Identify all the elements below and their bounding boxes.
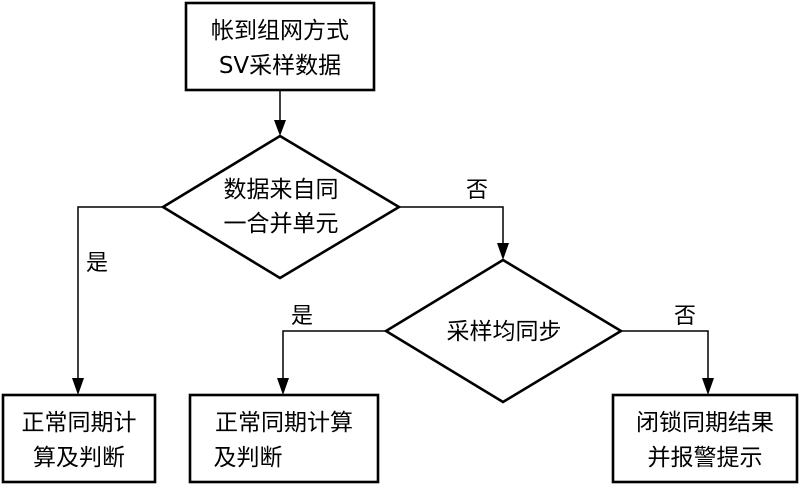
decision-same-merging-unit: 数据来自同 一合并单元 (160, 134, 402, 280)
arrowhead-left-result (72, 378, 84, 395)
arrowhead-decision2 (497, 243, 509, 260)
connector-decision2-no (621, 330, 709, 378)
arrowhead-middle-result (277, 378, 289, 395)
edge-label-decision1-yes: 是 (86, 251, 108, 276)
result-right-node: 闭锁同期结果 并报警提示 (611, 393, 799, 484)
arrowhead-decision1 (274, 120, 286, 136)
connectors (72, 90, 714, 395)
decision1-line1: 数据来自同 (224, 177, 339, 203)
edge-label-decision1-no: 否 (466, 178, 488, 203)
decision2-diamond (383, 258, 624, 404)
result-left-line2: 算及判断 (33, 445, 125, 471)
connector-decision1-yes (77, 206, 163, 378)
start-line1: 帐到组网方式 (211, 18, 349, 44)
result-right-box (611, 393, 799, 484)
decision1-line2: 一合并单元 (224, 211, 339, 237)
edge-label-decision2-no: 否 (674, 304, 696, 329)
result-right-line2: 并报警提示 (648, 445, 763, 471)
start-box (184, 1, 376, 92)
decision2-text: 采样均同步 (447, 319, 562, 345)
connector-decision1-no (399, 206, 504, 243)
result-middle-line1: 正常同期计算 (215, 410, 353, 436)
result-left-box (1, 393, 157, 484)
result-middle-line2: 及判断 (214, 445, 283, 471)
start-node: 帐到组网方式 SV采样数据 (184, 1, 376, 92)
result-left-node: 正常同期计 算及判断 (1, 393, 157, 484)
edge-label-decision2-yes: 是 (291, 304, 313, 329)
result-right-line1: 闭锁同期结果 (636, 410, 774, 436)
arrowhead-right-result (702, 378, 714, 395)
edge-labels: 是 否 是 否 (86, 178, 696, 329)
connector-decision2-yes (282, 330, 386, 378)
decision-sampling-sync: 采样均同步 (383, 258, 624, 404)
result-middle-node: 正常同期计算 及判断 (188, 393, 380, 484)
start-line2: SV采样数据 (219, 53, 341, 79)
result-middle-box (188, 393, 380, 484)
result-left-line1: 正常同期计 (22, 410, 137, 436)
decision1-diamond (160, 134, 402, 280)
